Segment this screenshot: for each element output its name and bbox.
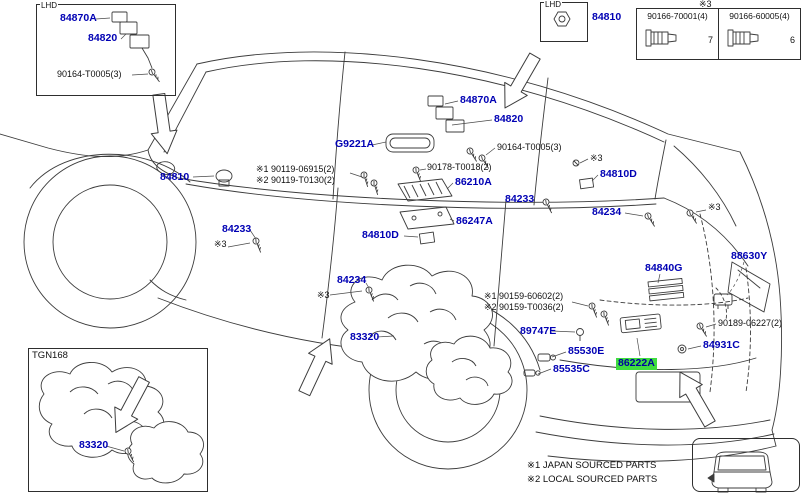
- amplifier-icon: [619, 313, 662, 334]
- lhd-left-box: [36, 4, 176, 96]
- switch-assembly-icon: [111, 11, 153, 69]
- part-icons: [111, 11, 773, 493]
- part-label-90119-T0130: ※2 90119-T0130(2): [256, 175, 335, 185]
- legend-local-sourced: ※2 LOCAL SOURCED PARTS: [527, 474, 658, 485]
- part-label-86222A-highlighted[interactable]: 86222A: [616, 357, 657, 370]
- door-switch-icon: [215, 169, 233, 187]
- grommet-icon: [677, 344, 687, 354]
- part-label-84840G[interactable]: 84840G: [645, 262, 683, 274]
- part-label-84810D-right[interactable]: 84810D: [600, 168, 637, 180]
- fastener-ref-box: 90166-70001(4) 7 90166-60005(4) 6: [636, 8, 801, 60]
- part-label-90178-T0018: 90178-T0018(2): [427, 162, 492, 172]
- part-label-89747E[interactable]: 89747E: [520, 325, 557, 337]
- part-label-90159-T0036: ※2 90159-T0036(2): [484, 302, 564, 312]
- nut-icon: [553, 11, 571, 27]
- leader-lines: [95, 17, 745, 452]
- callout-arrows: [114, 52, 716, 433]
- relay-icon: [713, 293, 733, 309]
- seat-cover-art-bottom: [38, 362, 204, 484]
- cover-icon: [385, 133, 435, 153]
- part-label-84234-right[interactable]: 84234: [592, 206, 622, 218]
- louver-icon: [647, 277, 685, 302]
- callout-arrow: [114, 376, 150, 433]
- seat-cover-box-code: TGN168: [32, 350, 68, 361]
- clip-icon: [572, 159, 580, 167]
- part-label-83320-mid[interactable]: 83320: [350, 331, 380, 343]
- clip-icon: [576, 328, 584, 341]
- fastener-cell: 90166-70001(4) 7: [637, 9, 718, 59]
- part-label-90159-60602: ※1 90159-60602(2): [484, 291, 564, 301]
- note-3-right: ※3: [708, 202, 721, 212]
- sensor-icon: [523, 369, 541, 377]
- rear-view-box: [692, 438, 800, 492]
- part-label-83320-bottom[interactable]: 83320: [79, 439, 109, 451]
- part-label-90166-70001[interactable]: 90166-70001(4): [647, 11, 708, 21]
- part-label-90119-06915: ※1 90119-06915(2): [256, 164, 335, 174]
- seat-cover-box: [28, 348, 208, 492]
- car-rear-icon: [707, 451, 773, 493]
- callout-arrow: [679, 371, 716, 428]
- part-label-G9221A[interactable]: G9221A: [335, 138, 375, 150]
- note-3-mid: ※3: [317, 290, 330, 300]
- fastener-qty: 7: [707, 35, 713, 45]
- lhd-mid-box-title: LHD: [544, 0, 563, 9]
- part-label-84870A-mid[interactable]: 84870A: [460, 94, 497, 106]
- screw-icon: [409, 165, 427, 182]
- legend-japan-sourced: ※1 JAPAN SOURCED PARTS: [527, 460, 657, 471]
- vehicle-outline: [0, 51, 783, 470]
- part-label-84233-right[interactable]: 84233: [505, 193, 535, 205]
- bracket-icon: [399, 206, 455, 230]
- bolt-icon: [645, 29, 677, 47]
- part-label-84810-left[interactable]: 84810: [160, 171, 190, 183]
- part-label-84810D-left[interactable]: 84810D: [362, 229, 399, 241]
- note-3-fasteners: ※3: [699, 0, 712, 9]
- note-3-roof: ※3: [590, 153, 603, 163]
- part-label-84820-box[interactable]: 84820: [88, 32, 118, 44]
- part-label-86247A[interactable]: 86247A: [456, 215, 493, 227]
- part-label-84233-left[interactable]: 84233: [222, 223, 252, 235]
- part-label-85530E[interactable]: 85530E: [568, 345, 605, 357]
- part-label-90164-box: 90164-T0005(3): [57, 69, 122, 79]
- ecu-icon: [397, 178, 453, 202]
- lhd-left-box-title: LHD: [40, 1, 59, 10]
- part-label-86210A[interactable]: 86210A: [455, 176, 492, 188]
- switch-icon: [579, 177, 595, 190]
- screw-icon: [597, 309, 615, 326]
- bolt-icon: [727, 29, 759, 47]
- part-label-85535C[interactable]: 85535C: [553, 363, 590, 375]
- part-label-84820-mid[interactable]: 84820: [494, 113, 524, 125]
- callout-arrow: [150, 92, 178, 155]
- part-label-90164-mid: 90164-T0005(3): [497, 142, 562, 152]
- note-3-left: ※3: [214, 239, 227, 249]
- lhd-mid-box: [540, 2, 588, 42]
- part-label-84931C[interactable]: 84931C: [703, 339, 740, 351]
- part-label-90189-06227: 90189-06227(2): [718, 318, 783, 328]
- screw-icon: [585, 301, 603, 318]
- sensor-icon: [537, 353, 556, 362]
- fastener-qty: 6: [789, 35, 795, 45]
- screw-icon: [539, 197, 558, 214]
- screw-icon: [642, 211, 660, 227]
- switch-icon: [418, 231, 436, 245]
- fastener-cell: 90166-60005(4) 6: [718, 9, 800, 59]
- part-label-84870A-box[interactable]: 84870A: [60, 12, 97, 24]
- part-label-84810-lhd-mid[interactable]: 84810: [592, 11, 622, 23]
- callout-arrow: [504, 52, 541, 109]
- callout-arrow: [298, 338, 333, 397]
- part-label-90166-60005[interactable]: 90166-60005(4): [729, 11, 790, 21]
- part-label-84234-left[interactable]: 84234: [337, 274, 367, 286]
- screw-icon: [464, 146, 482, 162]
- screw-icon: [367, 178, 385, 196]
- screw-icon: [249, 236, 267, 253]
- screw-icon: [694, 321, 712, 337]
- part-label-88630Y[interactable]: 88630Y: [731, 250, 768, 262]
- switch-assembly-icon: [427, 95, 465, 133]
- seat-cover-art-mid: [340, 264, 513, 405]
